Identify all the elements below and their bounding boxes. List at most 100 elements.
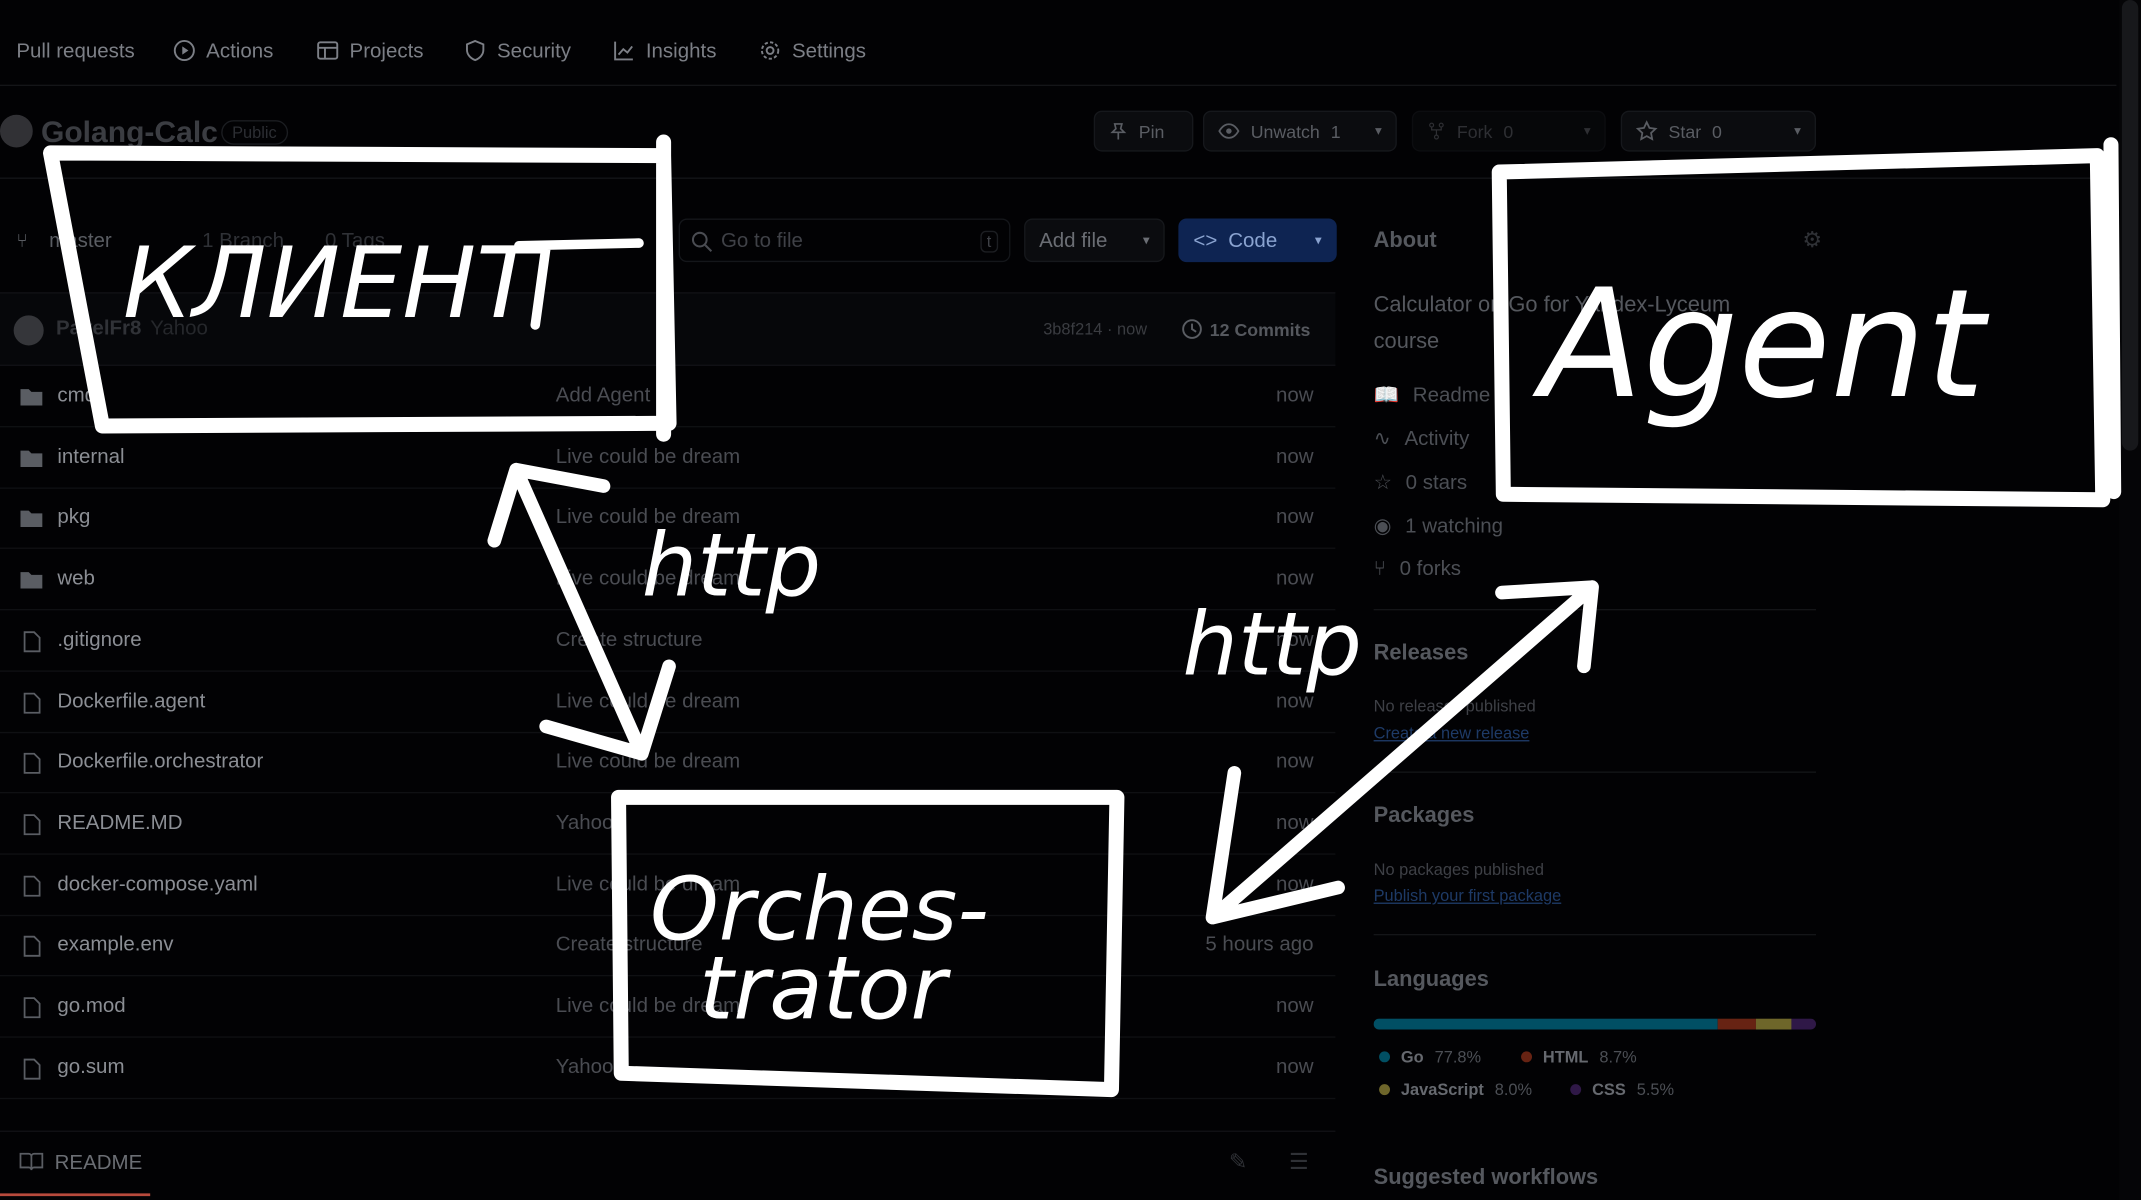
file-name[interactable]: go.sum bbox=[57, 1055, 125, 1079]
file-commit-message[interactable]: Live could be dream bbox=[555, 688, 741, 713]
file-name[interactable]: README.MD bbox=[57, 810, 183, 835]
pin-button[interactable]: Pin bbox=[1093, 110, 1194, 152]
play-circle-icon bbox=[173, 40, 195, 62]
commit-message[interactable]: Yahoo bbox=[150, 316, 208, 340]
readme-link[interactable]: 📖 Readme bbox=[1374, 381, 1491, 408]
file-row[interactable]: README.MD Yahoo now bbox=[0, 795, 1336, 855]
outline-icon[interactable]: ☰ bbox=[1288, 1151, 1309, 1175]
language-bar bbox=[1373, 1018, 1816, 1030]
code-button[interactable]: <> Code ▾ bbox=[1178, 218, 1337, 263]
publish-package-link[interactable]: Publish your first package bbox=[1373, 886, 1562, 906]
forks-link[interactable]: ⑂ 0 forks bbox=[1374, 554, 1461, 581]
branches-link[interactable]: 1 Branch bbox=[202, 229, 285, 253]
owner-avatar[interactable] bbox=[0, 114, 33, 148]
file-commit-message[interactable]: Live could be dream bbox=[555, 505, 741, 529]
watching-link[interactable]: ◉ 1 watching bbox=[1374, 512, 1503, 539]
file-icon bbox=[23, 692, 41, 713]
activity-link-label: Activity bbox=[1404, 426, 1470, 450]
book-icon: 📖 bbox=[1373, 383, 1400, 407]
nav-projects[interactable]: Projects bbox=[317, 36, 424, 66]
file-name[interactable]: pkg bbox=[57, 505, 91, 529]
repo-name[interactable]: Golang-Calc bbox=[40, 114, 218, 149]
scrollbar-thumb[interactable] bbox=[2121, 0, 2139, 451]
file-commit-message[interactable]: Yahoo bbox=[555, 1055, 614, 1079]
orchestrator-label-line2: trator bbox=[699, 938, 951, 1040]
agent-box bbox=[1491, 137, 2122, 508]
header-divider bbox=[0, 177, 2117, 179]
fork-icon: ⑂ bbox=[1373, 556, 1386, 580]
row-divider bbox=[0, 609, 1336, 611]
language-bar-segment bbox=[1373, 1018, 1718, 1030]
file-name[interactable]: .gitignore bbox=[57, 627, 142, 652]
packages-heading[interactable]: Packages bbox=[1373, 804, 1475, 828]
nav-actions[interactable]: Actions bbox=[173, 36, 273, 66]
file-name[interactable]: internal bbox=[57, 444, 125, 468]
file-name[interactable]: Dockerfile.orchestrator bbox=[57, 749, 264, 774]
file-name[interactable]: Dockerfile.agent bbox=[57, 688, 206, 713]
file-commit-time: now bbox=[1275, 688, 1314, 713]
language-percent: 77.8% bbox=[1434, 1047, 1482, 1067]
forks-link-label: 0 forks bbox=[1399, 556, 1462, 580]
double-arrow-left bbox=[487, 462, 676, 761]
commits-link[interactable]: 12 Commits bbox=[1209, 319, 1311, 340]
fork-button[interactable]: Fork 0 ▾ bbox=[1411, 110, 1606, 152]
file-commit-time: now bbox=[1275, 810, 1314, 835]
file-row[interactable]: go.sum Yahoo now bbox=[0, 1039, 1336, 1099]
client-box bbox=[43, 134, 677, 442]
nav-insights[interactable]: Insights bbox=[613, 36, 716, 66]
activity-link[interactable]: ∿ Activity bbox=[1374, 425, 1470, 452]
commit-hash-time[interactable]: 3b8f214 · now bbox=[1043, 319, 1148, 339]
file-commit-message[interactable]: Live could be dream bbox=[555, 994, 741, 1018]
nav-security-label: Security bbox=[497, 38, 572, 63]
file-commit-time: now bbox=[1275, 1055, 1314, 1079]
unwatch-button[interactable]: Unwatch 1 ▾ bbox=[1202, 110, 1397, 152]
file-name[interactable]: web bbox=[57, 566, 95, 590]
file-icon bbox=[23, 753, 41, 774]
readme-tab[interactable]: README bbox=[54, 1151, 143, 1175]
file-commit-message[interactable]: Add Agent bbox=[555, 383, 651, 407]
add-file-button[interactable]: Add file ▾ bbox=[1024, 218, 1165, 263]
file-name[interactable]: docker-compose.yaml bbox=[57, 871, 258, 896]
nav-pull-requests[interactable]: Pull requests bbox=[16, 36, 134, 66]
star-button[interactable]: Star 0 ▾ bbox=[1620, 110, 1817, 152]
releases-heading[interactable]: Releases bbox=[1373, 641, 1469, 665]
author-avatar[interactable] bbox=[13, 315, 44, 346]
gear-icon[interactable]: ⚙ bbox=[1802, 229, 1822, 253]
language-dot bbox=[1521, 1051, 1533, 1063]
table-icon bbox=[317, 41, 339, 60]
file-name[interactable]: example.env bbox=[57, 932, 174, 957]
go-to-file-input[interactable]: Go to file t bbox=[678, 218, 1011, 263]
file-commit-message[interactable]: Yahoo bbox=[555, 810, 614, 835]
file-commit-message[interactable]: Live could be dream bbox=[555, 749, 741, 774]
stars-link[interactable]: ☆ 0 stars bbox=[1374, 468, 1467, 495]
nav-settings[interactable]: Settings bbox=[759, 36, 866, 66]
pencil-icon[interactable]: ✎ bbox=[1228, 1151, 1248, 1175]
file-name[interactable]: cmd bbox=[57, 383, 97, 407]
file-commit-message[interactable]: Live could be dream bbox=[555, 566, 741, 590]
file-icon bbox=[23, 997, 41, 1019]
language-bar-segment bbox=[1791, 1018, 1816, 1030]
file-commit-message[interactable]: Create structure bbox=[555, 932, 703, 957]
language-percent: 5.5% bbox=[1636, 1080, 1675, 1100]
file-name[interactable]: go.mod bbox=[57, 994, 126, 1018]
folder-icon bbox=[20, 450, 43, 467]
book-icon bbox=[19, 1152, 44, 1171]
double-arrow-right bbox=[1205, 580, 1599, 925]
nav-security[interactable]: Security bbox=[464, 36, 571, 66]
tags-link[interactable]: 0 Tags bbox=[324, 229, 385, 253]
file-commit-message[interactable]: Live could be dream bbox=[555, 871, 741, 896]
file-commit-message[interactable]: Live could be dream bbox=[555, 444, 741, 468]
fork-label: Fork bbox=[1456, 120, 1493, 142]
file-row[interactable]: Dockerfile.agent Live could be dream now bbox=[0, 672, 1336, 733]
